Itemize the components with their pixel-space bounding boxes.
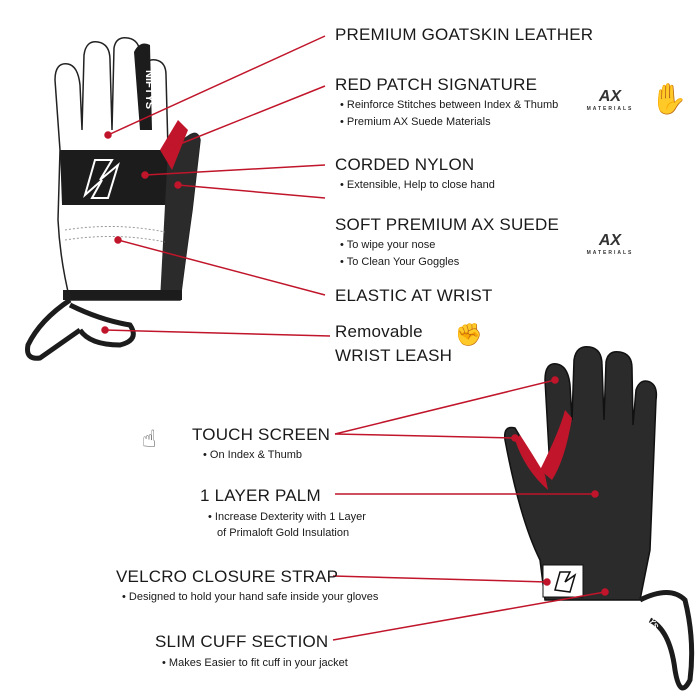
feature-bullet-continued: of Primaloft Gold Insulation xyxy=(217,527,350,539)
feature-bullet: Makes Easier to fit cuff in your jacket xyxy=(162,655,348,671)
svg-text:NIFTYS: NIFTYS xyxy=(638,602,660,632)
feature-title-leash-line2: WRIST LEASH xyxy=(335,346,453,365)
feature-bullet: On Index & Thumb xyxy=(203,447,302,463)
feature-bullet: Increase Dexterity with 1 Layer xyxy=(208,509,366,525)
touch-icon: ☝ xyxy=(142,426,157,453)
feature-title-corded-nylon: CORDED NYLON xyxy=(335,155,475,174)
feature-title-touch-screen: TOUCH SCREEN xyxy=(192,425,331,444)
feature-title-elastic-wrist: ELASTIC AT WRIST xyxy=(335,286,493,305)
glove-back-illustration: NIFTYS xyxy=(25,36,201,361)
feature-title-palm: 1 LAYER PALM xyxy=(200,486,321,505)
feature-title-goatskin: PREMIUM GOATSKIN LEATHER xyxy=(335,25,594,44)
wrist-leash-icon: ✊ xyxy=(455,322,483,347)
feature-title-leash-line1: Removable xyxy=(335,322,423,341)
feature-bullet: Reinforce Stitches between Index & Thumb xyxy=(340,97,558,113)
leader-lines xyxy=(101,35,609,641)
feature-title-velcro: VELCRO CLOSURE STRAP xyxy=(116,567,339,586)
feature-title-slim-cuff: SLIM CUFF SECTION xyxy=(155,632,329,651)
feature-bullet: To wipe your nose xyxy=(340,237,436,253)
feature-bullet: Extensible, Help to close hand xyxy=(340,177,495,193)
feature-bullet: To Clean Your Goggles xyxy=(340,254,460,270)
feature-title-red-patch: RED PATCH SIGNATURE xyxy=(335,75,538,94)
feature-bullet: Premium AX Suede Materials xyxy=(340,114,491,130)
hand-icon: ✋ xyxy=(650,83,688,116)
feature-bullet: Designed to hold your hand safe inside y… xyxy=(122,589,379,605)
svg-text:NIFTYS: NIFTYS xyxy=(143,70,155,109)
glove-palm-illustration: NIFTYS xyxy=(503,346,695,691)
feature-title-ax-suede: SOFT PREMIUM AX SUEDE xyxy=(335,215,559,234)
